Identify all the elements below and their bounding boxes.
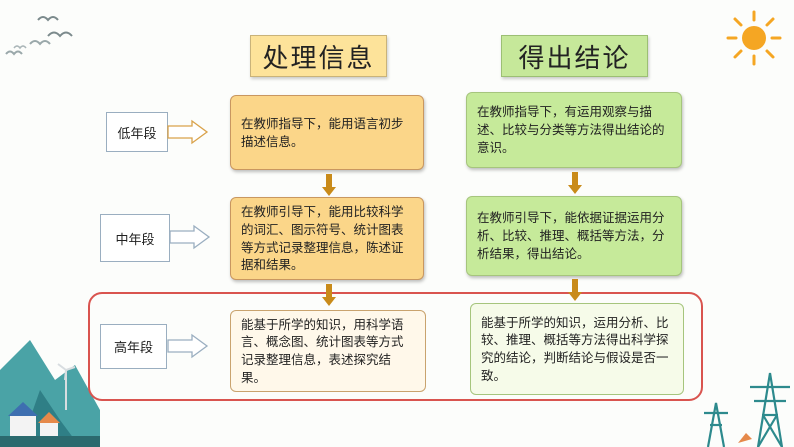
level-label-high: 高年段 <box>100 324 167 369</box>
birds-icon <box>5 16 73 56</box>
process-info-header: 处理信息 <box>250 35 387 77</box>
process-box-low: 在教师指导下，能用语言初步描述信息。 <box>230 95 424 170</box>
sun-icon <box>726 10 782 66</box>
conclusion-box-low: 在教师指导下，有运用观察与描述、比较与分类等方法得出结论的意识。 <box>466 92 682 168</box>
down-arrow-icon <box>322 284 336 306</box>
down-arrow-icon <box>568 172 582 194</box>
process-box-high: 能基于所学的知识，用科学语言、概念图、统计图表等方式记录整理信息，表述探究结果。 <box>230 310 426 392</box>
high-level-highlight-frame <box>88 292 703 401</box>
draw-conclusion-header: 得出结论 <box>501 35 648 77</box>
right-arrow-icon <box>169 224 211 250</box>
conclusion-box-high: 能基于所学的知识，运用分析、比较、推理、概括等方法得出科学探究的结论，判断结论与… <box>470 303 684 395</box>
process-box-mid: 在教师引导下，能用比较科学的词汇、图示符号、统计图表等方式记录整理信息，陈述证据… <box>230 197 424 280</box>
house-landscape-icon <box>0 340 100 447</box>
level-label-low: 低年段 <box>106 112 168 152</box>
down-arrow-icon <box>322 174 336 196</box>
down-arrow-icon <box>568 279 582 301</box>
conclusion-box-mid: 在教师引导下，能依据证据运用分析、比较、推理、概括等方法，分析结果，得出结论。 <box>466 196 682 276</box>
right-arrow-icon <box>167 119 209 145</box>
power-tower-icon <box>704 372 790 447</box>
level-label-mid: 中年段 <box>100 214 170 262</box>
right-arrow-icon <box>167 333 209 359</box>
